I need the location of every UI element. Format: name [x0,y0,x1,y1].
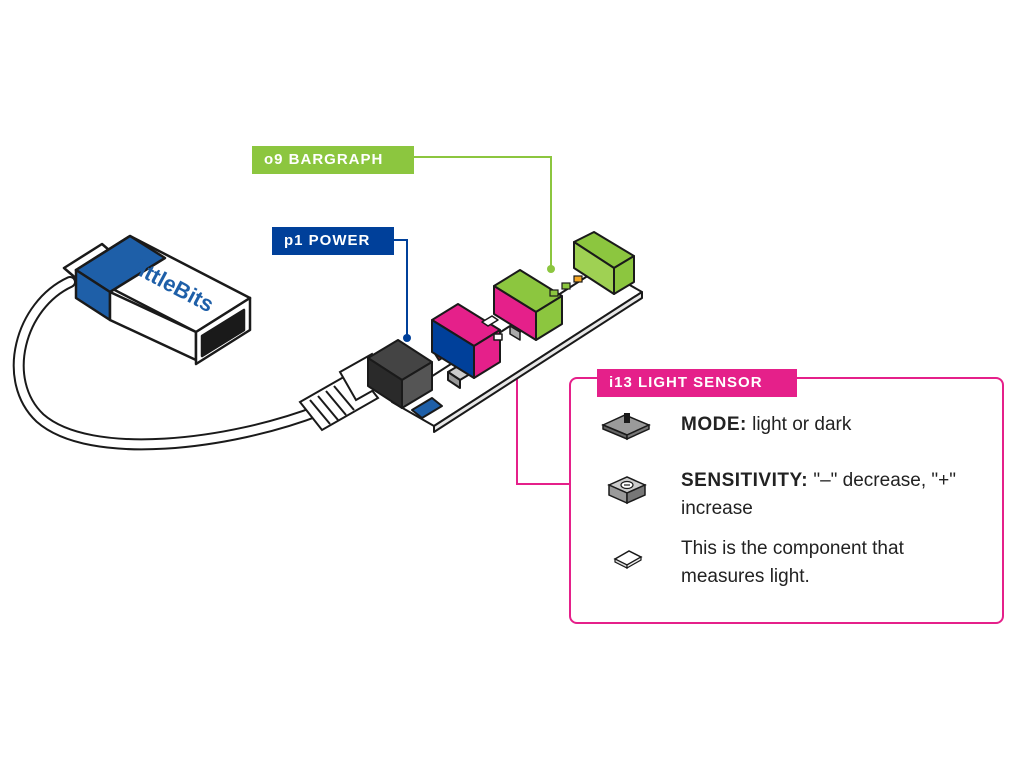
power-leader-line [394,239,408,337]
legend-row-mode: MODE: light or dark [681,411,991,439]
bargraph-leader-line [414,156,552,268]
legend-text-mode: light or dark [746,414,852,435]
light-sensor-label: i13 LIGHT SENSOR [597,369,797,397]
legend-text-component: This is the component that measures ligh… [681,538,904,587]
mode-switch-icon [601,413,651,441]
sensor-bargraph-magnet [493,269,563,341]
battery [62,234,252,366]
legend-row-sensitivity: SENSITIVITY: "–" decrease, "+" increase [681,467,991,523]
bargraph-leader-dot [547,265,555,273]
legend-key-mode: MODE: [681,414,747,435]
sensitivity-dial-icon [607,476,647,505]
legend-key-sensitivity: SENSITIVITY: [681,470,809,491]
bargraph-label: o9 BARGRAPH [252,146,414,174]
circuit-board [391,267,643,433]
bargraph-end-cap [573,231,635,295]
legend-text-sensitivity: "–" decrease, "+" increase [681,470,956,519]
sensor-leader-line [516,364,569,485]
power-sensor-magnet [431,303,501,379]
power-leader-dot [403,334,411,342]
power-label: p1 POWER [272,227,394,255]
light-sensor-legend-panel: MODE: light or dark SENSITIVITY: "–" dec… [569,377,1004,624]
legend-row-component: This is the component that measures ligh… [681,535,991,591]
power-module [367,339,481,419]
light-sensor-component-icon [613,550,643,570]
